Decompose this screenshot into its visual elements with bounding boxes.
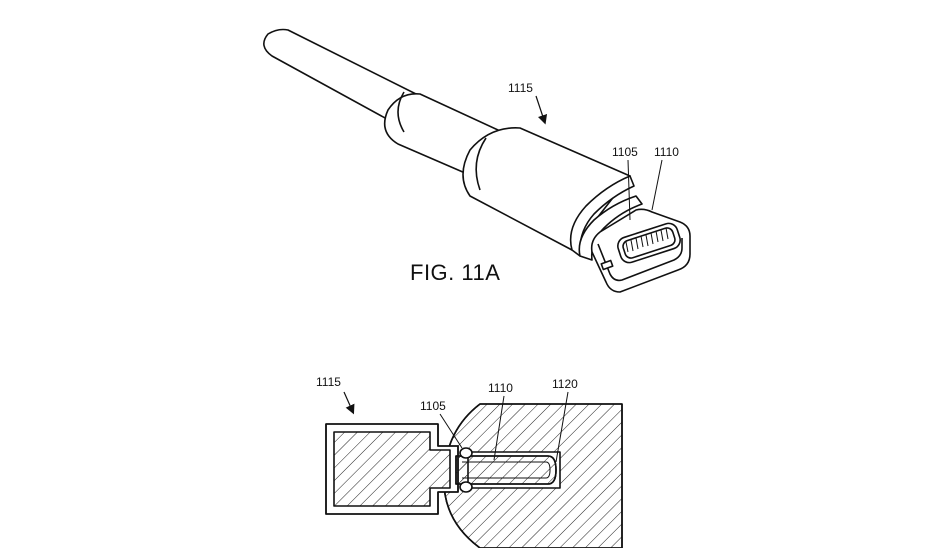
label-1105-top: 1105	[612, 145, 638, 159]
leader-1120-section	[555, 391, 569, 463]
plug-tongue	[590, 208, 691, 293]
contact-pins	[625, 227, 669, 253]
leader-1110	[651, 159, 663, 211]
arrow-1115-section	[343, 391, 355, 415]
leader-1105-section	[439, 413, 463, 449]
label-1110-top: 1110	[654, 145, 679, 159]
figure-11a	[263, 28, 691, 293]
label-1115-top: 1115	[508, 81, 533, 95]
figure-cross-section	[325, 391, 623, 549]
leader-1105	[627, 159, 631, 221]
connector-body	[462, 127, 635, 257]
label-1115-section: 1115	[316, 375, 341, 389]
plug-tongue-section	[455, 455, 557, 485]
label-1120-section: 1120	[552, 377, 578, 391]
seal-bead-lower	[459, 481, 473, 493]
seal-bead-upper	[459, 447, 473, 459]
figure-caption: FIG. 11A	[410, 260, 500, 285]
label-1105-section: 1105	[420, 399, 446, 413]
connector-overmold	[325, 423, 459, 515]
leader-1110-section	[493, 395, 505, 461]
arrow-1115	[535, 95, 548, 125]
label-1110-section: 1110	[488, 381, 513, 395]
